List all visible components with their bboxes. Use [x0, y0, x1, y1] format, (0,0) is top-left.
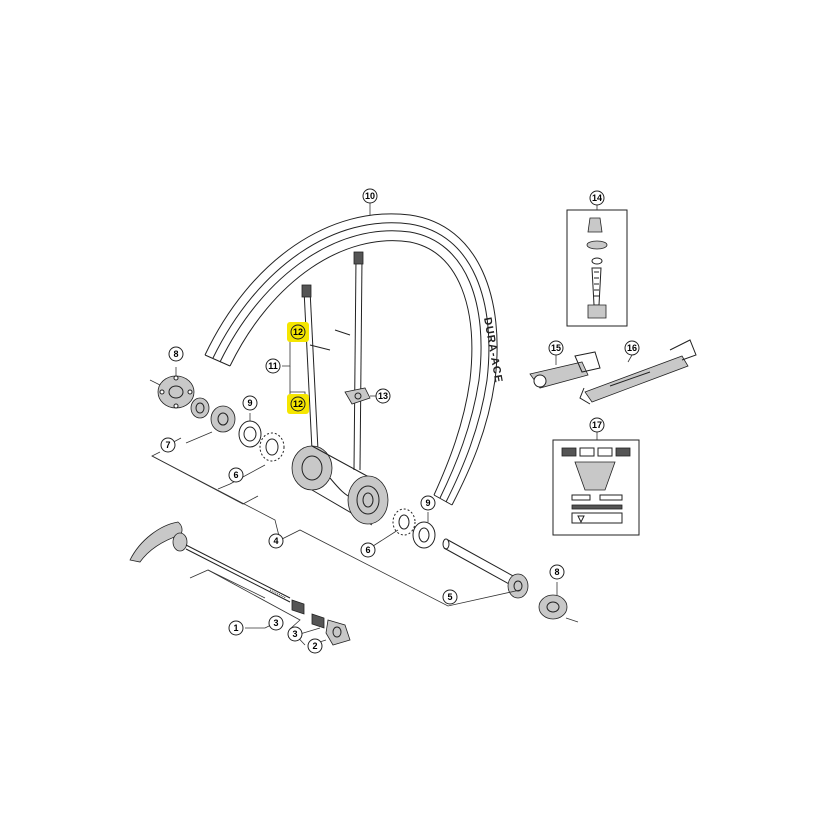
svg-text:3: 3 — [273, 618, 278, 628]
callout-1: 1 — [228, 620, 244, 636]
right-dust-cap — [412, 521, 436, 549]
right-bearing-ring — [392, 508, 416, 536]
callout-9-right: 9 — [420, 495, 436, 511]
svg-text:10: 10 — [365, 191, 375, 201]
callout-11: 11 — [265, 358, 281, 374]
left-bearing-ring — [259, 432, 285, 462]
svg-text:11: 11 — [268, 361, 278, 371]
svg-text:1: 1 — [233, 623, 238, 633]
left-cone — [190, 397, 236, 433]
svg-text:8: 8 — [173, 349, 178, 359]
svg-text:17: 17 — [592, 420, 602, 430]
hub-wrench-tool — [529, 351, 601, 389]
right-locknut — [538, 594, 579, 623]
callout-2: 2 — [307, 638, 323, 654]
svg-text:16: 16 — [627, 343, 637, 353]
spokes — [301, 251, 364, 471]
callout-12-top: 12 — [287, 322, 309, 342]
svg-text:7: 7 — [165, 440, 170, 450]
svg-text:3: 3 — [292, 629, 297, 639]
callout-15: 15 — [548, 340, 564, 356]
svg-text:12: 12 — [293, 327, 303, 337]
rim-label: DURA-ACE — [481, 316, 504, 384]
svg-text:6: 6 — [365, 545, 370, 555]
svg-text:13: 13 — [378, 391, 388, 401]
callout-7: 7 — [160, 437, 176, 453]
callout-4: 4 — [268, 533, 284, 549]
conical-spring-a — [291, 599, 305, 615]
axle — [442, 538, 529, 599]
cone-wrench-tool — [579, 339, 697, 405]
svg-text:4: 4 — [273, 536, 278, 546]
svg-text:2: 2 — [312, 641, 317, 651]
conical-spring-b — [311, 613, 325, 629]
callout-8-right: 8 — [549, 564, 565, 580]
quick-release-skewer — [129, 521, 291, 603]
svg-text:14: 14 — [592, 193, 602, 203]
svg-text:9: 9 — [425, 498, 430, 508]
svg-text:15: 15 — [551, 343, 561, 353]
callout-10: 10 — [362, 188, 378, 204]
callout-3-a: 3 — [268, 615, 284, 631]
callout-12-bottom: 12 — [287, 394, 309, 414]
svg-text:9: 9 — [247, 398, 252, 408]
callout-3-b: 3 — [287, 626, 303, 642]
callout-14: 14 — [589, 190, 605, 206]
svg-text:8: 8 — [554, 567, 559, 577]
callout-9-left: 9 — [242, 395, 258, 411]
valve-parts-box — [566, 209, 628, 327]
callout-8-left: 8 — [168, 346, 184, 362]
callouts: 10 14 15 16 17 12 12 11 13 8 9 7 6 4 6 9… — [160, 188, 640, 654]
svg-text:12: 12 — [293, 399, 303, 409]
spoke-nipple-tool — [344, 387, 371, 405]
label-sheet — [552, 439, 640, 536]
left-dust-cap — [238, 420, 262, 448]
svg-text:5: 5 — [447, 592, 452, 602]
callout-6-right: 6 — [360, 542, 376, 558]
callout-17: 17 — [589, 417, 605, 433]
adjusting-nut — [325, 619, 351, 646]
callout-6-left: 6 — [228, 467, 244, 483]
callout-5: 5 — [442, 589, 458, 605]
callout-13: 13 — [375, 388, 391, 404]
svg-text:6: 6 — [233, 470, 238, 480]
hub-body — [291, 445, 389, 526]
callout-16: 16 — [624, 340, 640, 356]
left-locknut — [149, 375, 195, 409]
